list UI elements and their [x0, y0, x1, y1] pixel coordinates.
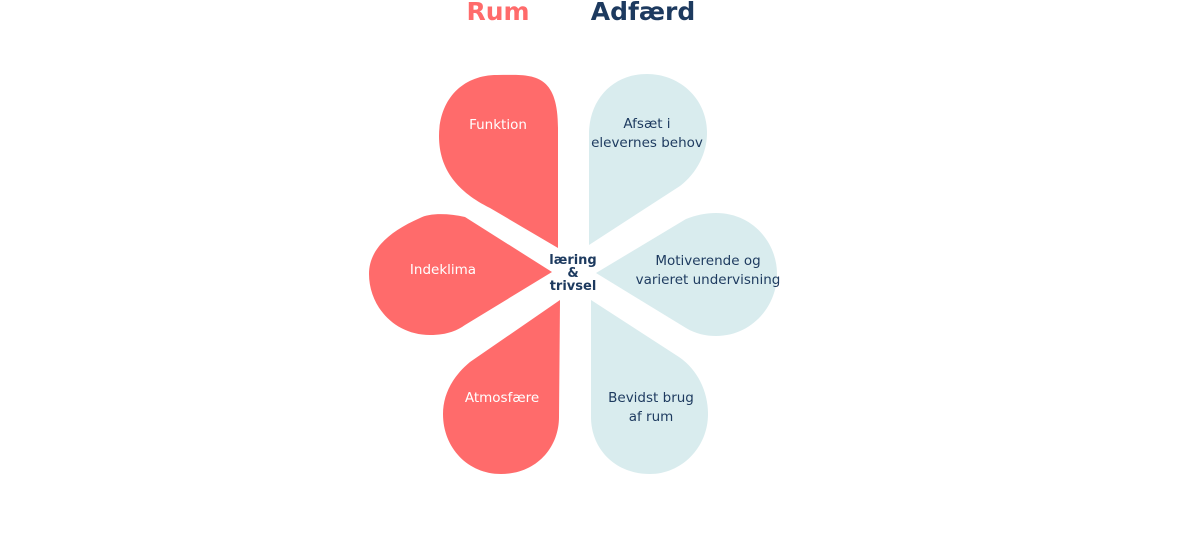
center-label-line1: læring	[549, 253, 597, 268]
center-label-line2: &	[567, 266, 578, 281]
label-motiverende-line1: Motiverende og	[655, 253, 760, 269]
petal-indeklima	[369, 214, 552, 335]
petal-afsaet	[589, 74, 707, 245]
label-afsaet-line2: elevernes behov	[591, 135, 703, 151]
label-afsaet-line1: Afsæt i	[623, 116, 670, 132]
label-motiverende-line2: varieret undervisning	[636, 272, 781, 288]
petal-bevidst	[591, 300, 708, 474]
label-funktion: Funktion	[469, 117, 527, 133]
petal-atmosfaere	[443, 300, 560, 474]
heading-adfaerd: Adfærd	[591, 0, 696, 26]
petal-motiverende	[596, 213, 777, 336]
label-atmosfaere: Atmosfære	[465, 390, 539, 406]
center-label-line3: trivsel	[550, 279, 597, 294]
label-indeklima: Indeklima	[410, 262, 476, 278]
label-bevidst-line2: af rum	[629, 409, 674, 425]
petal-funktion	[439, 74, 558, 248]
label-bevidst-line1: Bevidst brug	[608, 390, 694, 406]
heading-rum: Rum	[466, 0, 529, 26]
